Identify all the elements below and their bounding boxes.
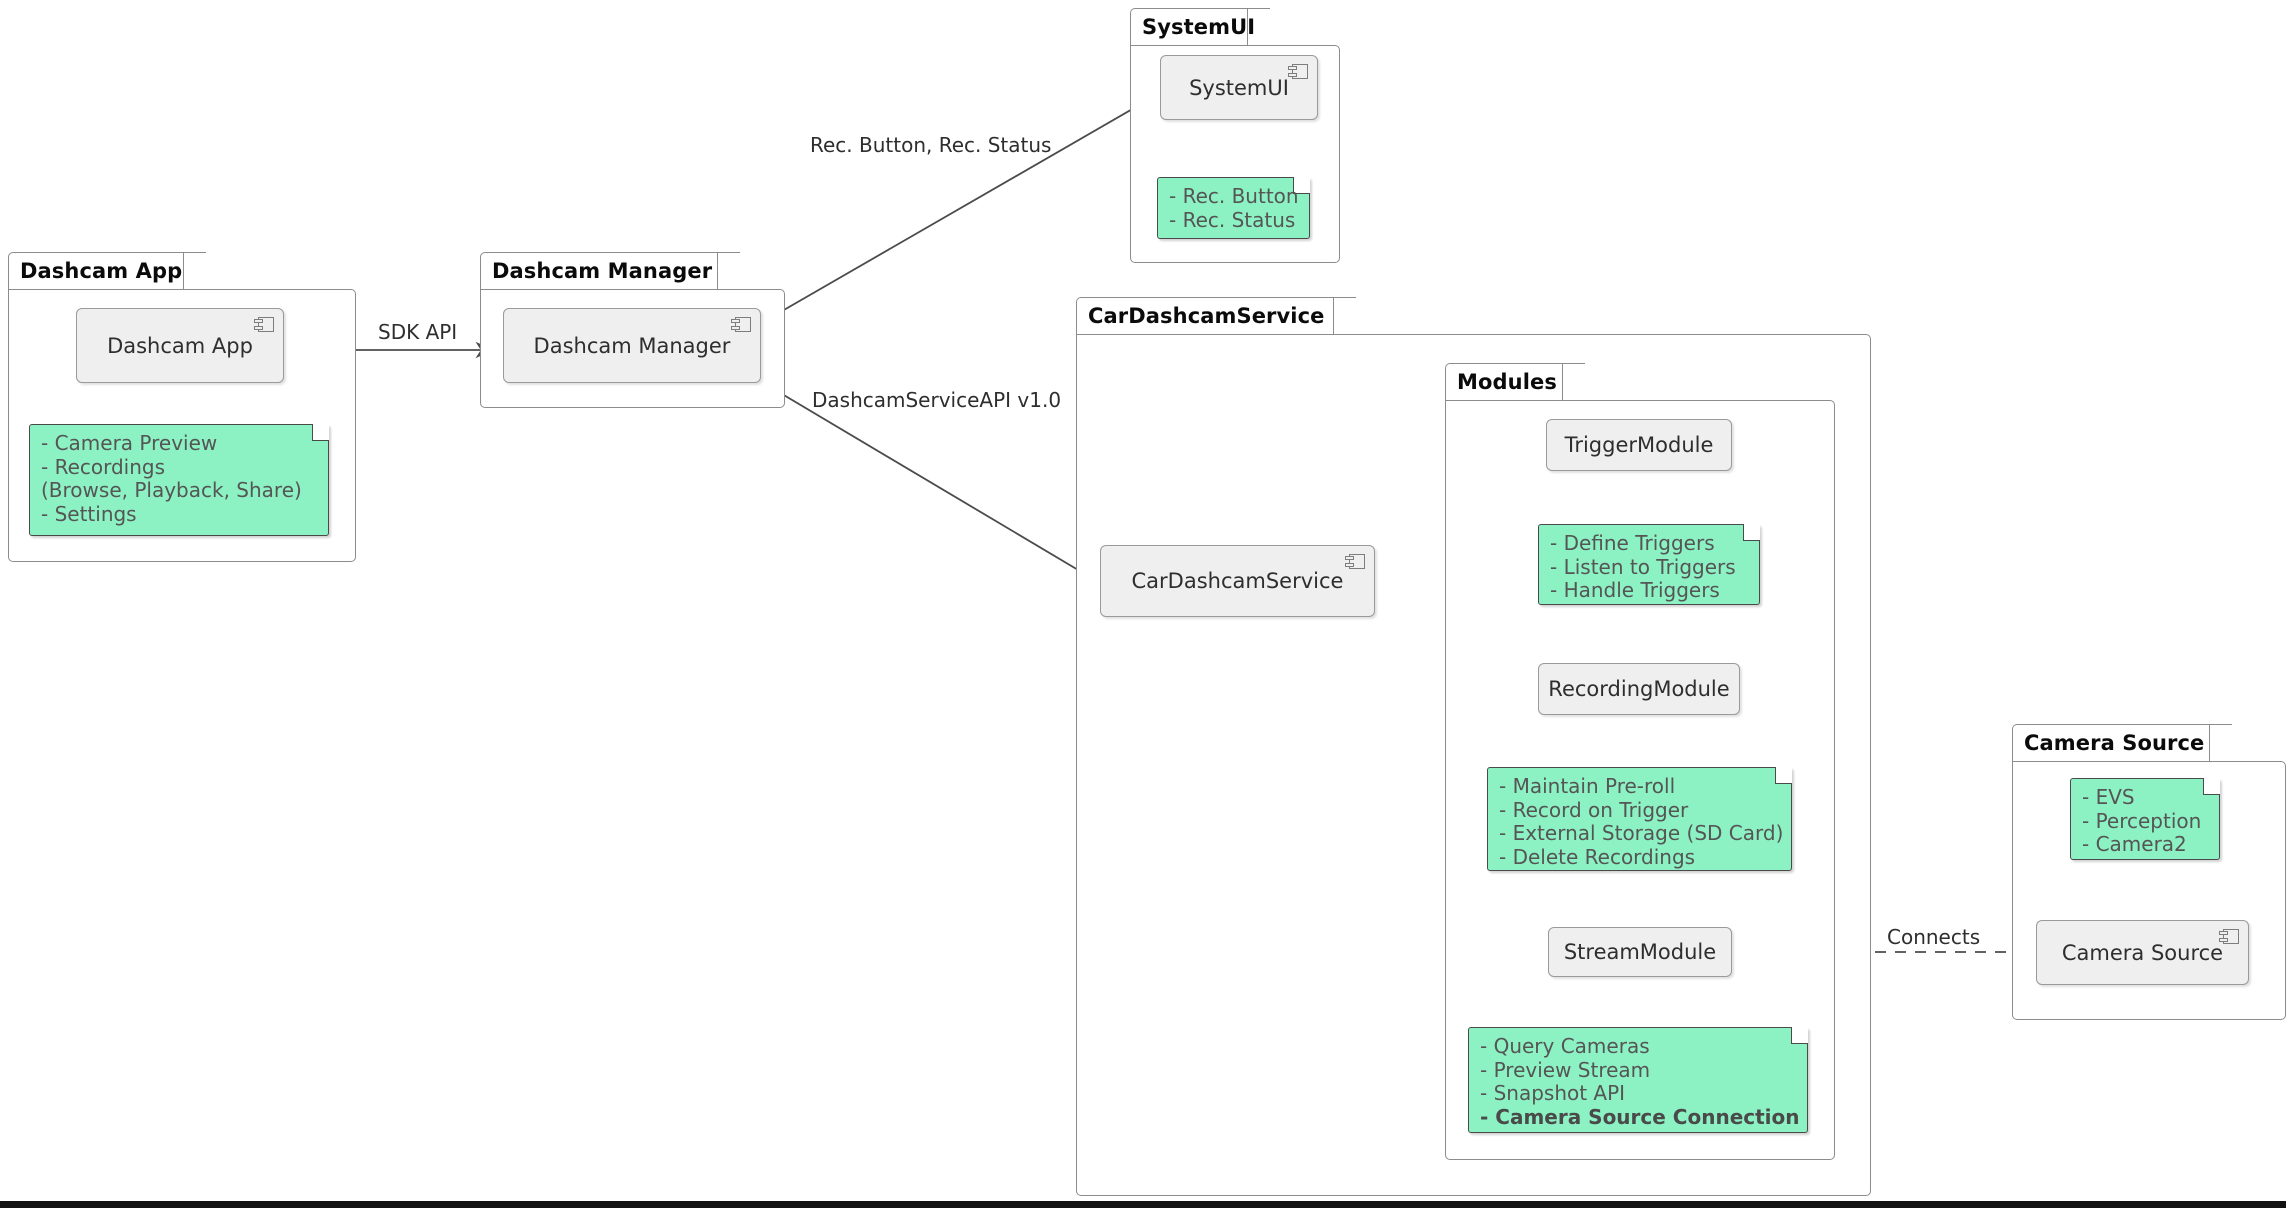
note-stream-module: - Query Cameras - Preview Stream - Snaps…	[1468, 1027, 1808, 1133]
note-line: - Snapshot API	[1480, 1081, 1626, 1105]
edge-dashcam-service-api	[771, 387, 1097, 581]
note-fold-icon	[1775, 767, 1792, 784]
package-tab	[480, 252, 718, 290]
package-title: CarDashcamService	[1088, 304, 1325, 328]
note-line: (Browse, Playback, Share)	[41, 478, 302, 502]
component-icon	[1345, 554, 1365, 569]
note-line: - Handle Triggers	[1550, 578, 1720, 602]
package-tab-skew	[718, 252, 740, 291]
note-fold-icon	[1293, 177, 1310, 194]
component-icon	[2219, 929, 2239, 944]
component-label: Dashcam Manager	[533, 333, 731, 358]
note-line: - Preview Stream	[1480, 1057, 1651, 1082]
note-camera-source: - EVS - Perception - Camera2	[2070, 778, 2220, 860]
component-trigger-module[interactable]: TriggerModule	[1546, 419, 1732, 471]
note-fold-icon	[2203, 778, 2220, 795]
package-title: Modules	[1457, 370, 1557, 394]
edge-label-connects: Connects	[1887, 925, 1981, 949]
note-dashcam-app: - Camera Preview - Recordings (Browse, P…	[29, 424, 329, 536]
note-line-bold: - Camera Source Connection	[1480, 1104, 1800, 1129]
note-line: - Rec. Button	[1169, 184, 1299, 208]
note-line: - External Storage (SD Card)	[1499, 821, 1784, 845]
package-tab-skew	[1334, 297, 1356, 336]
note-fold-icon	[1791, 1027, 1808, 1044]
edge-rec-button-status	[769, 95, 1157, 319]
note-line: - Listen to Triggers	[1550, 554, 1736, 579]
component-recording-module[interactable]: RecordingModule	[1538, 663, 1740, 715]
edge-label-rec-button-status: Rec. Button, Rec. Status	[810, 133, 1052, 157]
package-title: Dashcam Manager	[492, 259, 713, 283]
bottom-strip	[0, 1201, 2286, 1208]
component-label: CarDashcamService	[1131, 569, 1344, 593]
package-tab-skew	[1248, 8, 1270, 47]
note-line: - Query Cameras	[1480, 1034, 1650, 1058]
package-title: Camera Source	[2024, 731, 2205, 755]
package-tab-skew	[1563, 363, 1585, 402]
note-line: - Perception	[2082, 808, 2202, 833]
note-line: - Delete Recordings	[1499, 844, 1696, 869]
note-fold-icon	[312, 424, 329, 441]
component-stream-module[interactable]: StreamModule	[1548, 927, 1732, 977]
component-label: StreamModule	[1563, 940, 1717, 964]
note-line: - Define Triggers	[1550, 531, 1715, 555]
package-tab	[2012, 724, 2210, 762]
note-line: - Settings	[41, 501, 137, 526]
component-label: SystemUI	[1189, 75, 1289, 100]
note-line: - Maintain Pre-roll	[1499, 774, 1676, 798]
component-label: TriggerModule	[1564, 433, 1714, 457]
component-camera-source[interactable]: Camera Source	[2036, 920, 2249, 985]
edge-label-dashcam-service-api: DashcamServiceAPI v1.0	[812, 388, 1062, 412]
note-line: - Record on Trigger	[1499, 797, 1689, 822]
note-line: - Rec. Status	[1169, 207, 1296, 232]
component-label: Dashcam App	[107, 333, 253, 358]
package-tab-skew	[184, 252, 206, 291]
package-title: Dashcam App	[20, 259, 183, 283]
component-dashcam-app[interactable]: Dashcam App	[76, 308, 284, 383]
component-label: RecordingModule	[1548, 677, 1730, 701]
package-tab	[1130, 8, 1248, 46]
component-system-ui[interactable]: SystemUI	[1160, 55, 1318, 120]
package-title: SystemUI	[1142, 15, 1256, 39]
component-car-dashcam-service[interactable]: CarDashcamService	[1100, 545, 1375, 617]
component-label: Camera Source	[2061, 940, 2224, 965]
edge-label-sdk-api: SDK API	[378, 320, 458, 344]
package-tab	[1076, 297, 1334, 335]
note-line: - Camera2	[2082, 832, 2187, 856]
component-icon	[731, 317, 751, 332]
note-line: - Recordings	[41, 454, 166, 479]
package-tab	[1445, 363, 1563, 401]
note-fold-icon	[1743, 524, 1760, 541]
component-icon	[254, 317, 274, 332]
note-line: - EVS	[2082, 785, 2135, 809]
note-system-ui: - Rec. Button - Rec. Status	[1157, 177, 1310, 239]
component-icon	[1288, 64, 1308, 79]
package-tab-skew	[2210, 724, 2232, 763]
component-dashcam-manager[interactable]: Dashcam Manager	[503, 308, 761, 383]
note-line: - Camera Preview	[41, 431, 218, 455]
note-trigger-module: - Define Triggers - Listen to Triggers -…	[1538, 524, 1760, 605]
package-tab	[8, 252, 184, 290]
note-recording-module: - Maintain Pre-roll - Record on Trigger …	[1487, 767, 1792, 871]
